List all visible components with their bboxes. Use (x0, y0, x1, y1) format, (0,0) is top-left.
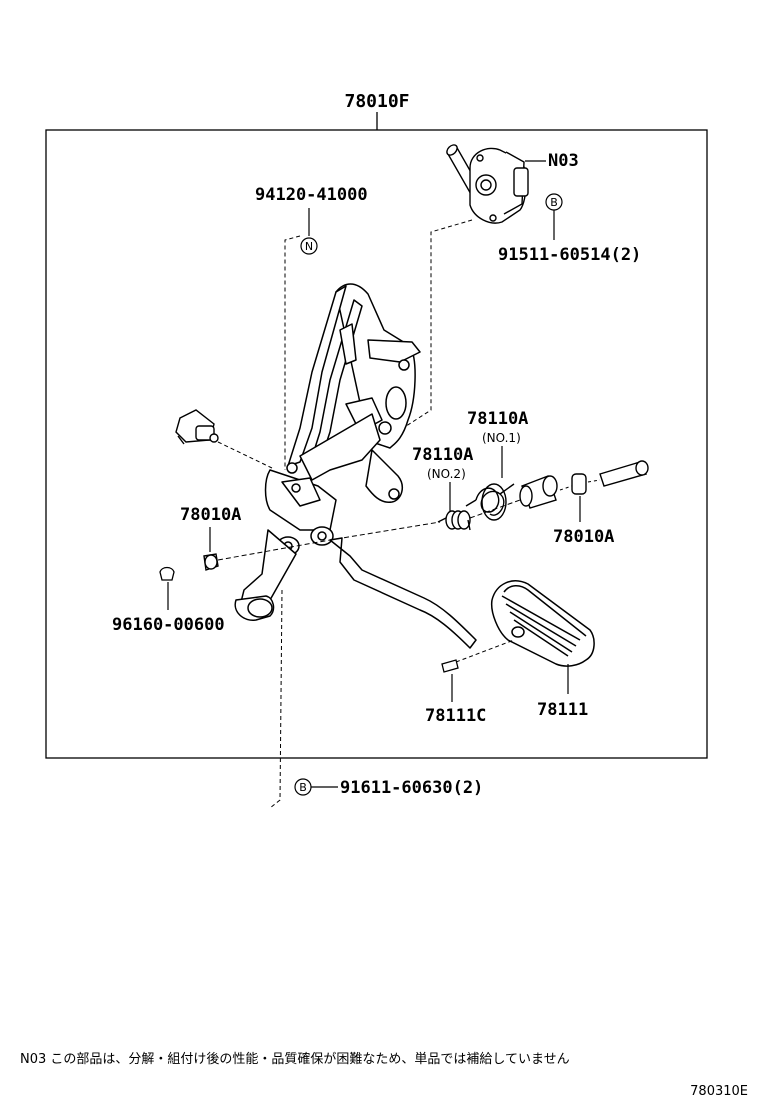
label-pad: 78111 (537, 700, 588, 720)
pedal-pad-drawing (490, 580, 595, 667)
bushing-right-drawing (519, 460, 649, 509)
pedal-bracket-drawing (234, 283, 477, 649)
marker-b-bottom: B (299, 781, 307, 794)
label-pin-n: 94120-41000 (255, 185, 368, 205)
label-pad-pin: 78111C (425, 706, 486, 726)
pad-pin-drawing (441, 659, 459, 673)
label-clip: 96160-00600 (112, 615, 225, 635)
footer-note: N03 この部品は、分解・組付け後の性能・品質確保が困難なため、単品では補給して… (20, 1052, 570, 1067)
assembly-frame (45, 112, 708, 759)
label-bolt-b-top: 91511-60514(2) (498, 245, 641, 265)
label-spring-no1: 78110A (467, 409, 528, 429)
stop-switch-drawing (175, 409, 219, 445)
marker-n: N (305, 240, 313, 253)
label-bushing-left: 78010A (180, 505, 241, 525)
figure-code: 780310E (690, 1084, 748, 1099)
n03-sensor-drawing (446, 144, 529, 224)
label-spring-no2-sub: (NO.2) (427, 467, 466, 481)
label-spring-no1-sub: (NO.1) (482, 431, 521, 445)
spring-no1-drawing (465, 483, 515, 521)
label-spring-no2: 78110A (412, 445, 473, 465)
label-bolt-b-bottom: 91611-60630(2) (340, 778, 483, 798)
assembly-label: 78010F (344, 91, 409, 112)
spring-no2-drawing (437, 510, 471, 531)
clip-drawing (159, 566, 175, 581)
label-bushing-right: 78010A (553, 527, 614, 547)
marker-b-top: B (550, 196, 558, 209)
label-n03: N03 (548, 151, 579, 171)
bushing-left-drawing (203, 553, 219, 571)
